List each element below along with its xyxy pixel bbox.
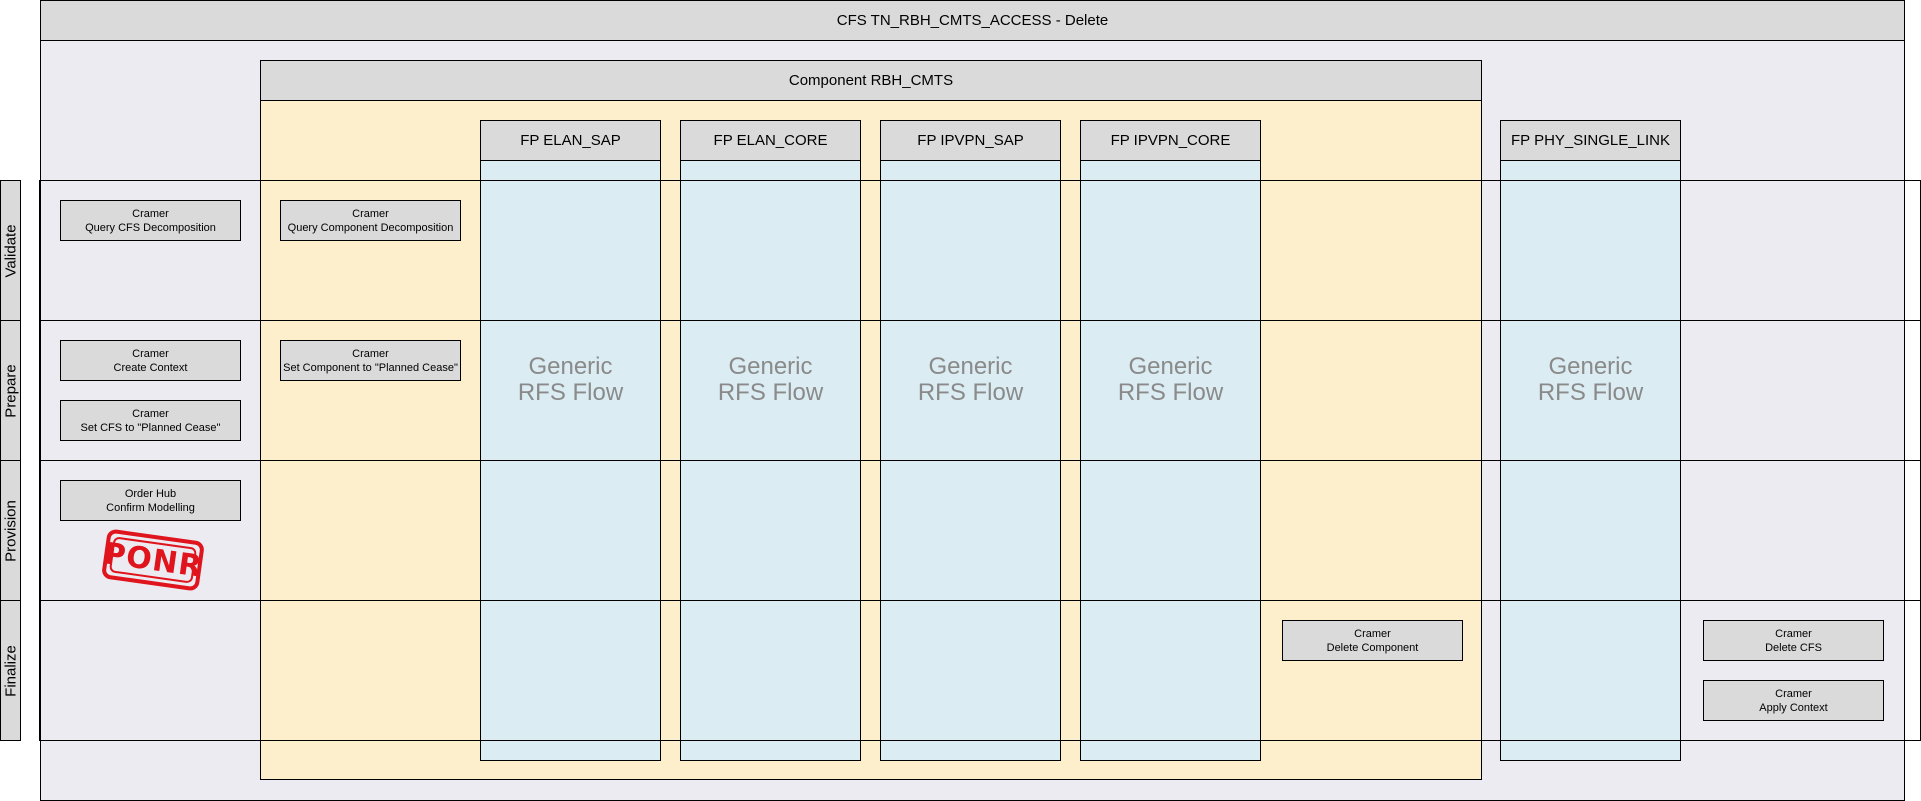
lane-line-1 xyxy=(0,320,1921,321)
cfs-pool-title: CFS TN_RBH_CMTS_ACCESS - Delete xyxy=(40,0,1905,41)
lane-line-top xyxy=(0,180,1921,181)
lane-gutter xyxy=(20,180,40,741)
lane-line-bottom xyxy=(0,740,1921,741)
component-container xyxy=(260,60,1482,780)
fp-ipvpn-core-title: FP IPVPN_CORE xyxy=(1080,120,1261,161)
lane-label-validate: Validate xyxy=(0,180,21,321)
lane-label-prepare: Prepare xyxy=(0,320,21,461)
fp-phy-single-link-title: FP PHY_SINGLE_LINK xyxy=(1500,120,1681,161)
lane-line-3 xyxy=(0,600,1921,601)
fp-ipvpn-sap-title: FP IPVPN_SAP xyxy=(880,120,1061,161)
lane-line-2 xyxy=(0,460,1921,461)
component-title: Component RBH_CMTS xyxy=(260,60,1482,101)
fp-elan-core-title: FP ELAN_CORE xyxy=(680,120,861,161)
lane-label-finalize: Finalize xyxy=(0,600,21,741)
fp-elan-sap-title: FP ELAN_SAP xyxy=(480,120,661,161)
fp-ipvpn-sap-column xyxy=(880,120,1061,761)
fp-elan-sap-column xyxy=(480,120,661,761)
lane-label-provision: Provision xyxy=(0,460,21,601)
fp-elan-core-column xyxy=(680,120,861,761)
fp-ipvpn-core-column xyxy=(1080,120,1261,761)
fp-phy-single-link-column xyxy=(1500,120,1681,761)
